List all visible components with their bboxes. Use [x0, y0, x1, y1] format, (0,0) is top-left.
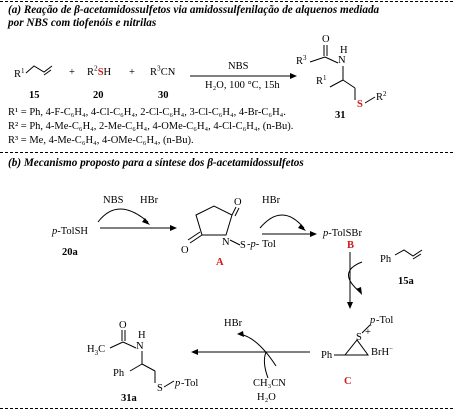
svg-text:N: N	[338, 55, 346, 66]
bottom-rule	[0, 408, 453, 409]
svg-text:R1: R1	[14, 67, 25, 80]
svg-text:Ph: Ph	[380, 254, 392, 265]
svg-text:S: S	[356, 332, 362, 343]
top-rule	[0, 1, 453, 2]
nitrile-30: R3CN	[150, 63, 176, 78]
intermediate-a-label: A	[216, 257, 224, 268]
acetonitrile-label: CH₃CN	[253, 378, 286, 389]
svg-text:R1: R1	[316, 74, 327, 87]
ptolsh-label: p-TolSH	[52, 226, 89, 237]
section-a-title-line2: por NBS com tiofenóis e nitrilas	[8, 17, 157, 29]
hbr-label-1: HBr	[140, 195, 159, 206]
start-20a-label: 20a	[62, 247, 78, 258]
svg-text:H: H	[138, 330, 146, 341]
r2-substituents: R² = Ph, 4-Me-C₆H₄, 2-Me-C₆H₄, 4-OMe-C₆H…	[8, 121, 294, 132]
svg-text:R3: R3	[296, 54, 307, 67]
svg-text:N: N	[136, 341, 144, 352]
svg-text:-Tol: -Tol	[376, 315, 393, 326]
reagent-nbs: NBS	[228, 61, 249, 72]
svg-text:R2: R2	[376, 90, 387, 103]
svg-text:+: +	[365, 327, 371, 338]
svg-text:S: S	[357, 99, 363, 110]
svg-text:H3C: H3C	[87, 344, 105, 357]
svg-text:p: p	[369, 315, 375, 326]
svg-text:-Tol: -Tol	[181, 378, 198, 389]
svg-text:O: O	[119, 320, 127, 331]
svg-text:Ph: Ph	[321, 350, 333, 361]
intermediate-c-label: C	[344, 376, 352, 387]
intermediate-c-structure: Ph S + p -Tol BrH−	[321, 315, 393, 361]
alkene-15-structure: R1	[14, 65, 53, 80]
reactant-20-label: 20	[93, 90, 104, 101]
reactant-15-label: 15	[29, 90, 40, 101]
svg-text:S: S	[157, 383, 163, 394]
svg-text:BrH−: BrH−	[371, 345, 393, 358]
svg-text:O: O	[234, 197, 242, 208]
hbr-label-3: HBr	[224, 318, 243, 329]
nbs-label: NBS	[103, 195, 124, 206]
svg-text:O: O	[181, 245, 189, 256]
thiol-20: R2SH	[87, 63, 112, 78]
plus-sign-1: +	[69, 67, 75, 78]
product-31-label: 31	[335, 110, 346, 121]
intermediate-a-structure: O O N	[181, 197, 242, 256]
product-31-structure: O R3 N H R1 S R2	[296, 34, 387, 110]
section-a-title-line1: (a) Reação de β-acetamidossulfetos via a…	[8, 4, 380, 16]
svg-text:O: O	[322, 34, 330, 45]
reaction-conditions: H₂O, 100 °C, 15h	[205, 80, 280, 91]
styrene-15a-label: 15a	[398, 276, 414, 287]
product-31a-structure: O H3C N H Ph S p -Tol	[87, 320, 198, 394]
plus-sign-2: +	[129, 67, 135, 78]
svg-text:Ph: Ph	[113, 368, 125, 379]
hbr-label-2: HBr	[262, 195, 281, 206]
svg-text:H: H	[340, 45, 348, 56]
svg-text:p: p	[174, 378, 180, 389]
product-31a-label: 31a	[121, 393, 137, 404]
svg-text:-p-: -p-	[247, 239, 260, 250]
intermediate-b-label: B	[347, 240, 355, 251]
section-b-title: (b) Mecanismo proposto para a síntese do…	[8, 157, 304, 169]
svg-text:S: S	[240, 240, 246, 251]
r1-substituents: R¹ = Ph, 4-F-C₆H₄, 4-Cl-C₆H₄, 2-Cl-C₆H₄,…	[8, 107, 286, 118]
r3-substituents: R³ = Me, 4-Me-C₆H₄, 4-OMe-C₆H₄, (n-Bu).	[8, 135, 194, 146]
svg-text:N: N	[222, 237, 230, 248]
water-label: H₂O	[257, 392, 276, 403]
styrene-15a-structure: Ph	[380, 249, 423, 265]
reactant-30-label: 30	[158, 90, 169, 101]
svg-text:Tol: Tol	[262, 239, 276, 250]
ptolsbr-label: p-TolSBr	[323, 228, 362, 239]
middle-rule	[0, 152, 453, 153]
